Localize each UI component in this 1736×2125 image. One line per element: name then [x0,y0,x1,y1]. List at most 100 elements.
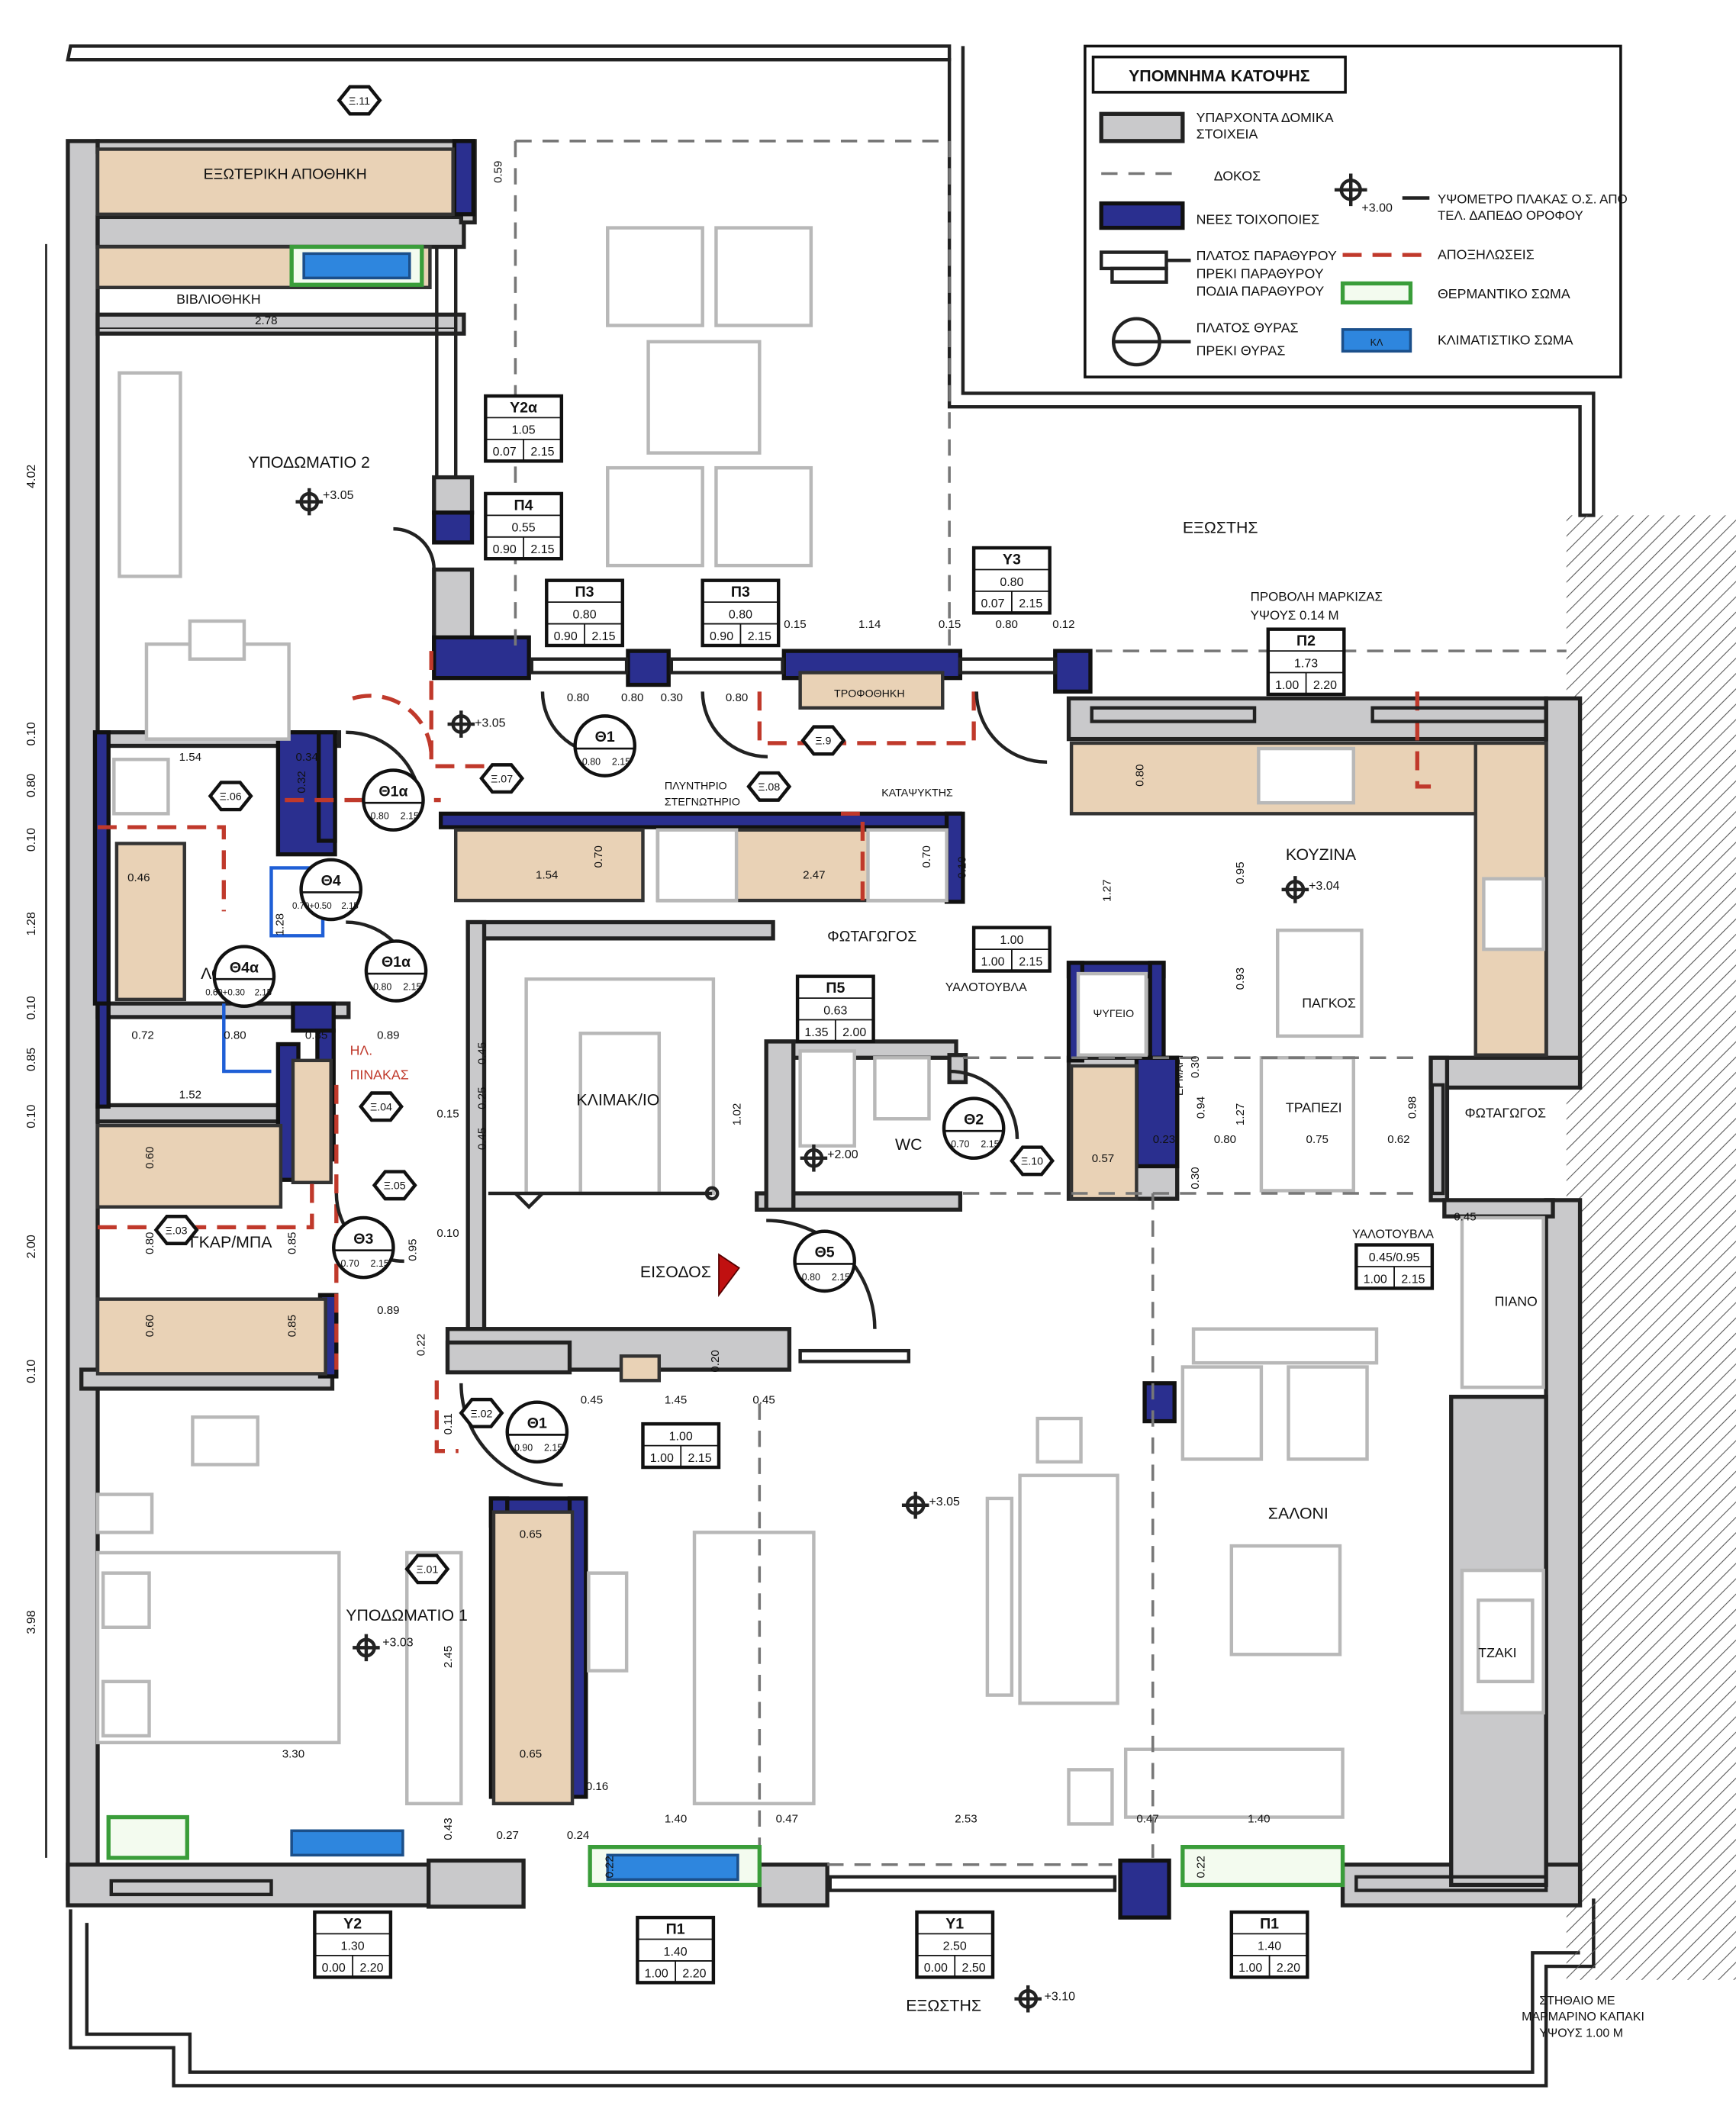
dims-d012-label: 0.12 [1052,618,1074,631]
dims-d022c-label: 0.22 [1194,1856,1207,1878]
doors-t5-a-label: 0.80 [802,1272,820,1283]
legend-ac-code-label: ΚΛ [1370,337,1383,348]
tags-p1b-name-label: Π1 [1260,1915,1279,1932]
rect-shape [798,1049,856,1148]
stair [488,1186,720,1209]
circle-shape [505,1400,569,1464]
doors-t4a-a-label: 0.60+0.30 [205,989,245,998]
tags-p2-name-label: Π2 [1296,633,1316,649]
rooms-pantry-label: ΤΡΟΦΟΘΗΚΗ [834,688,905,700]
rect-shape [95,1103,297,1124]
rect-shape [1544,1198,1583,1894]
polygon-shape [459,1397,504,1428]
rect-shape [109,1879,273,1897]
dims-d070b-label: 0.70 [920,845,933,868]
rect-shape [1110,266,1168,284]
rect-shape [101,1571,151,1629]
rect-shape [1053,649,1093,694]
dims-left-010e-label: 0.10 [25,1360,38,1383]
legend-window-width-label: ΠΛΑΤΟΣ ΠΑΡΑΘΥΡΟΥ [1197,248,1337,263]
rect-shape [1099,111,1185,143]
dims-d043-label: 0.43 [442,1818,455,1840]
tags-y2a-a-label: 0.07 [493,446,517,459]
dims-d102-label: 1.02 [730,1103,743,1125]
dims-d065a-label: 0.65 [520,1528,542,1541]
rect-shape [606,1853,739,1882]
tags-d1-w-label: 1.00 [669,1430,693,1443]
dims-d114-label: 1.14 [858,618,881,631]
path-shape [840,811,865,902]
dims-d010b-label: 0.10 [955,856,968,878]
tags-p1a-a-label: 1.00 [645,1967,668,1980]
room-wardrobe: ΓΚΑΡ/ΜΠΑ [190,1233,272,1251]
rect-shape [1118,1858,1171,1920]
levels-balcony-label: +3.10 [1045,1990,1076,2003]
dims-d010-label: 0.10 [436,1227,459,1240]
rect-shape [101,1679,151,1738]
dims-d027-label: 0.27 [497,1829,519,1842]
dims-d154b-label: 1.54 [536,869,558,882]
dims-d128b-label: 1.28 [273,913,286,935]
dims-d080e-label: 0.80 [621,691,643,704]
level-marker-icon [353,1634,380,1662]
rect-shape [1084,44,1622,378]
room-entrance: ΕΙΣΟΔΟΣ [640,1263,711,1281]
dims-d032-label: 0.32 [295,771,308,793]
rect-shape [1460,1215,1545,1389]
doors-t1bot-name-label: Θ1 [527,1415,547,1431]
rect-shape [947,1053,968,1084]
dims-d025-label: 0.25 [475,1087,488,1109]
rect-shape [1430,1083,1445,1196]
room-balcony-top: ΕΞΩΣΤΗΣ [1183,518,1258,536]
path-shape [949,1069,1019,1139]
rect-shape [828,1875,1117,1892]
rect-shape [95,1001,111,1109]
rect-shape [1229,1910,1309,1979]
rooms-panel2-label: ΠΙΝΑΚΑΣ [350,1067,409,1083]
rect-shape [95,147,455,217]
legend-demolitions-label: ΑΠΟΞΗΛΩΣΕΙΣ [1438,246,1535,262]
tags-y1-b-label: 2.50 [962,1962,986,1975]
rooms-fridge-label: ΨΥΓΕΙΟ [1093,1008,1135,1020]
door-swings [222,526,1048,1487]
rect-shape [95,1492,154,1534]
path-shape [352,694,433,760]
hexes-e03-label: Ξ.03 [166,1225,188,1237]
tags-y3-w-label: 0.80 [1000,576,1023,589]
tags-p3b-w-label: 0.80 [729,608,752,621]
tags-p2-a-label: 1.00 [1275,679,1299,692]
rect-shape [1069,1064,1139,1201]
doors-t2-a-label: 0.70 [951,1139,969,1150]
levels-bedroom2-label: +3.05 [323,489,354,502]
rect-shape [606,226,704,327]
path-shape [222,1003,272,1074]
dims-d098-label: 0.98 [1406,1096,1419,1119]
rect-shape [291,1001,336,1033]
rect-shape [619,1354,662,1383]
dims-d046-label: 0.46 [127,871,150,884]
rooms-closet-label: ΕΡΜΑΡΙ [1174,1054,1186,1096]
rect-shape [188,619,246,661]
room-stair: ΚΛΙΜΑΚ/ΙΟ [576,1090,659,1109]
rect-shape [757,1863,829,1908]
dims-left-010b-label: 0.10 [25,828,38,852]
legend-level-l2-label: ΤΕΛ. ΔΑΠΕΔΟ ΟΡΟΦΟΥ [1438,208,1583,223]
dims-d094-label: 0.94 [1194,1096,1207,1119]
rect-shape [669,657,784,675]
rect-shape [873,1056,931,1121]
legend-title: ΥΠΟΜΝΗΜΑ ΚΑΤΟΨΗΣ [1129,67,1310,85]
path-shape [514,1192,544,1209]
legend-level-val-label: +3.00 [1361,201,1393,214]
tags-p3b-b-label: 2.15 [748,630,771,643]
dims-d030-label: 0.30 [661,691,683,704]
dims-d045e-label: 0.45 [1454,1211,1476,1224]
tags-p5-b-label: 2.00 [842,1026,866,1039]
hexes-e01-label: Ξ.01 [416,1564,438,1576]
rect-shape [578,1032,662,1196]
